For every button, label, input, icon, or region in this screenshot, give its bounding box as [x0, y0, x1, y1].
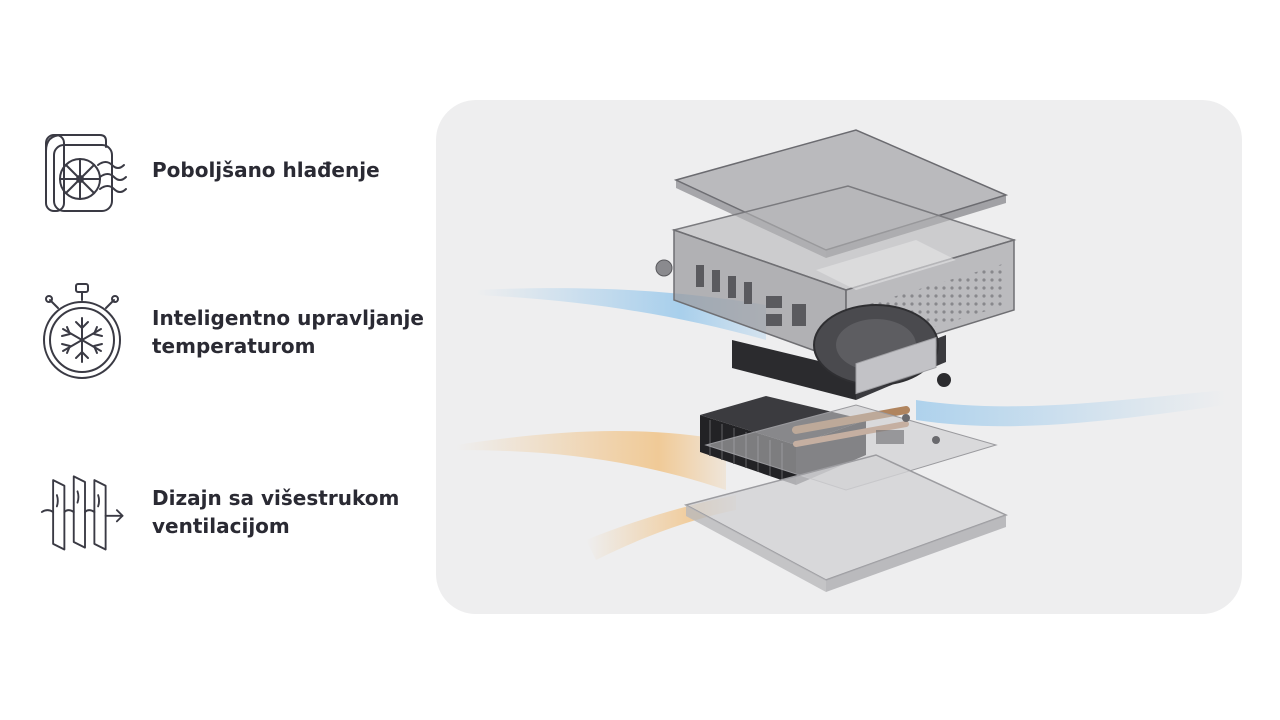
warm-airflow: [456, 430, 736, 560]
multi-vent-airflow-icon: [40, 460, 130, 564]
chassis: [655, 185, 1017, 364]
cooling-fan-icon: [40, 118, 130, 222]
base-plate: [683, 336, 1008, 592]
feature-enhanced-cooling: Poboljšano hlađenje: [40, 118, 380, 222]
feature-multi-vent: Dizajn sa višestrukom ventilacijom: [40, 460, 399, 564]
thermal-snowflake-timer-icon: [40, 280, 130, 384]
feature-label-cooling: Poboljšano hlađenje: [152, 158, 380, 182]
exploded-view-illustration: [436, 100, 1242, 614]
feature-label-ventilation: Dizajn sa višestrukom ventilacijom: [152, 486, 400, 538]
feature-label-thermal: Inteligentno upravljanje temperaturom: [152, 306, 424, 358]
cool-airflow-right: [916, 390, 1226, 427]
feature-smart-thermal: Inteligentno upravljanje temperaturom: [40, 280, 424, 384]
